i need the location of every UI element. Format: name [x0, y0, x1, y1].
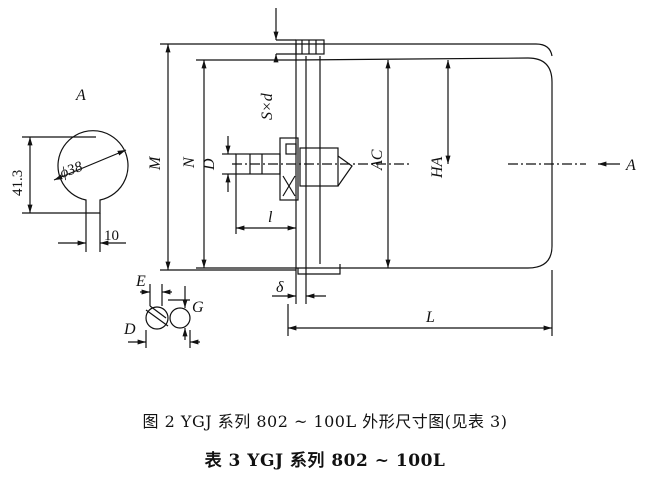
table-caption: 表 3 YGJ 系列 802 ~ 100L	[204, 451, 446, 471]
dim-delta	[272, 264, 326, 304]
label-d-small: D	[123, 321, 136, 338]
dim-s-d	[273, 8, 296, 63]
label-ha: HA	[429, 156, 446, 179]
motor-body	[232, 39, 553, 275]
dim-phi38: ϕ38	[58, 159, 85, 182]
label-e: E	[135, 273, 146, 290]
dim-l-overall	[287, 270, 553, 336]
label-l-overall: L	[425, 309, 435, 326]
dim-d	[222, 136, 236, 192]
label-s-d: S×d	[259, 92, 276, 120]
label-ac: AC	[369, 149, 386, 171]
dim-m	[160, 43, 296, 271]
dim-n	[196, 59, 296, 269]
label-l: l	[268, 209, 273, 226]
motor-outline-drawing: A 41.3 ϕ38 10 E	[10, 8, 636, 348]
dim-l	[235, 174, 296, 234]
arrow-a-label: A	[625, 157, 636, 174]
shaft-end-view	[22, 130, 129, 252]
label-g: G	[192, 299, 204, 316]
view-a-label: A	[75, 87, 86, 104]
dim-10: 10	[104, 228, 119, 244]
figure-caption: 图 2 YGJ 系列 802 ~ 100L 外形尺寸图(见表 3)	[142, 412, 508, 431]
dim-41-3: 41.3	[10, 170, 26, 196]
label-m: M	[147, 155, 164, 171]
label-d: D	[201, 158, 218, 171]
key-section-view	[128, 284, 200, 348]
label-n: N	[181, 156, 198, 169]
label-delta: δ	[276, 279, 284, 296]
